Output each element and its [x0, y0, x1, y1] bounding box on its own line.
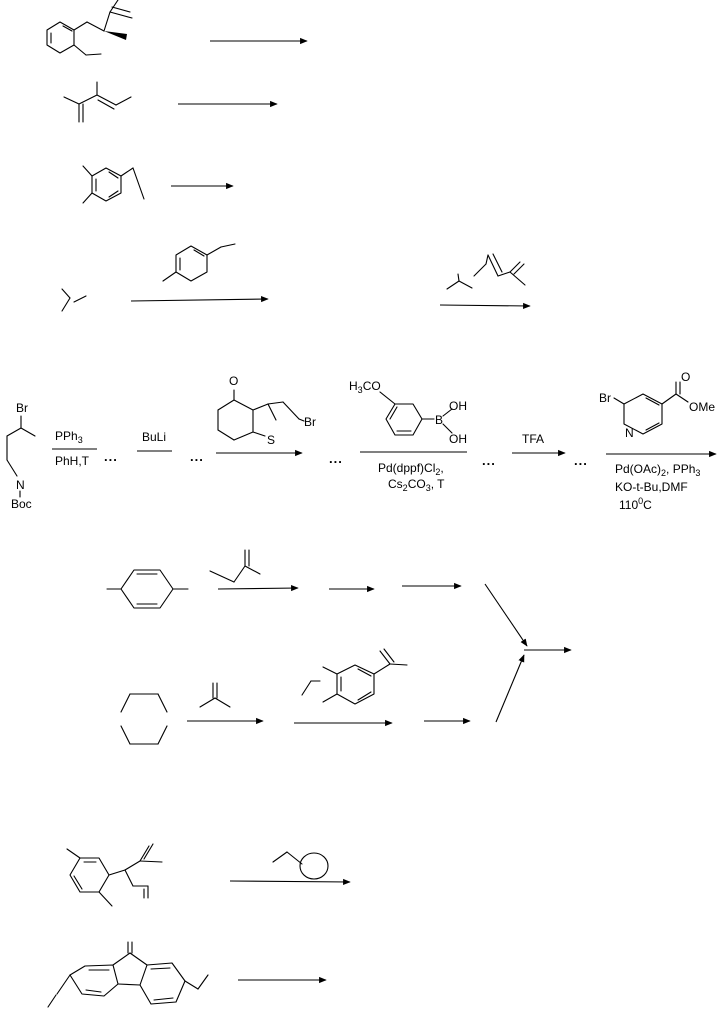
molecule-2 [63, 81, 132, 123]
svg-text:OMe: OMe [689, 400, 715, 414]
dimethyl-styrene [301, 648, 408, 705]
methylbutene [209, 549, 261, 583]
arrow-7 [229, 878, 351, 886]
svg-text:Br: Br [599, 391, 611, 405]
svg-text:O: O [681, 370, 690, 384]
svg-text:H3CO: H3CO [349, 379, 381, 395]
br-label: Br [16, 401, 28, 415]
pyridine-ester: Br N O OMe [599, 370, 715, 440]
thiophene-ketone: O S Br [217, 374, 316, 447]
o-label: O [229, 374, 238, 388]
converge-arrow-top [484, 583, 528, 647]
reagent-4b [446, 253, 526, 290]
ellipsis-4: ... [482, 453, 496, 468]
suzuki-line1: Pd(dppf)Cl2, [378, 461, 444, 477]
heck-line2: KO-t-Bu,DMF [615, 480, 688, 494]
molecule-3 [82, 165, 145, 204]
ellipsis-2: ... [190, 449, 204, 464]
step2-reagent: BuLi [142, 430, 166, 444]
br-label-2: Br [304, 415, 316, 429]
step1-conditions: PhH,T [55, 454, 90, 468]
b-label: B [435, 413, 443, 427]
start-amine: Br N Boc [6, 401, 36, 511]
ellipsis-3: ... [329, 451, 343, 466]
n-label: N [16, 478, 25, 492]
svg-text:OH: OH [449, 399, 467, 413]
converge-arrow-bottom [495, 654, 525, 723]
dimethyl-indene [66, 843, 163, 907]
molecule-4a [61, 288, 87, 312]
para-xylene [106, 569, 189, 609]
arrow-4b [439, 302, 531, 310]
boc-label: Boc [11, 497, 32, 511]
arrow-6a [217, 585, 299, 592]
suzuki-line2: Cs2CO3, T [388, 477, 445, 493]
isobutylene [199, 682, 231, 708]
step1-reagent: PPh3 [55, 429, 83, 445]
molecule-1 [46, 0, 133, 56]
heck-line3: 1100C [619, 496, 652, 512]
ellipsis-5: ... [574, 453, 588, 468]
svg-text:OH: OH [449, 432, 467, 446]
s-label: S [267, 433, 275, 447]
svg-text:N: N [625, 426, 634, 440]
tfa-label: TFA [522, 432, 544, 446]
arrow-4a [130, 296, 269, 303]
heck-line1: Pd(OAc)2, PPh3 [615, 462, 700, 478]
boronic-acid: H3CO B OH OH [349, 379, 467, 446]
reagent-7 [272, 851, 329, 880]
cyclohexane [120, 693, 168, 745]
ellipsis-1: ... [104, 449, 118, 464]
reagent-4-top [162, 243, 236, 282]
methylene-fluorene [47, 941, 209, 1008]
